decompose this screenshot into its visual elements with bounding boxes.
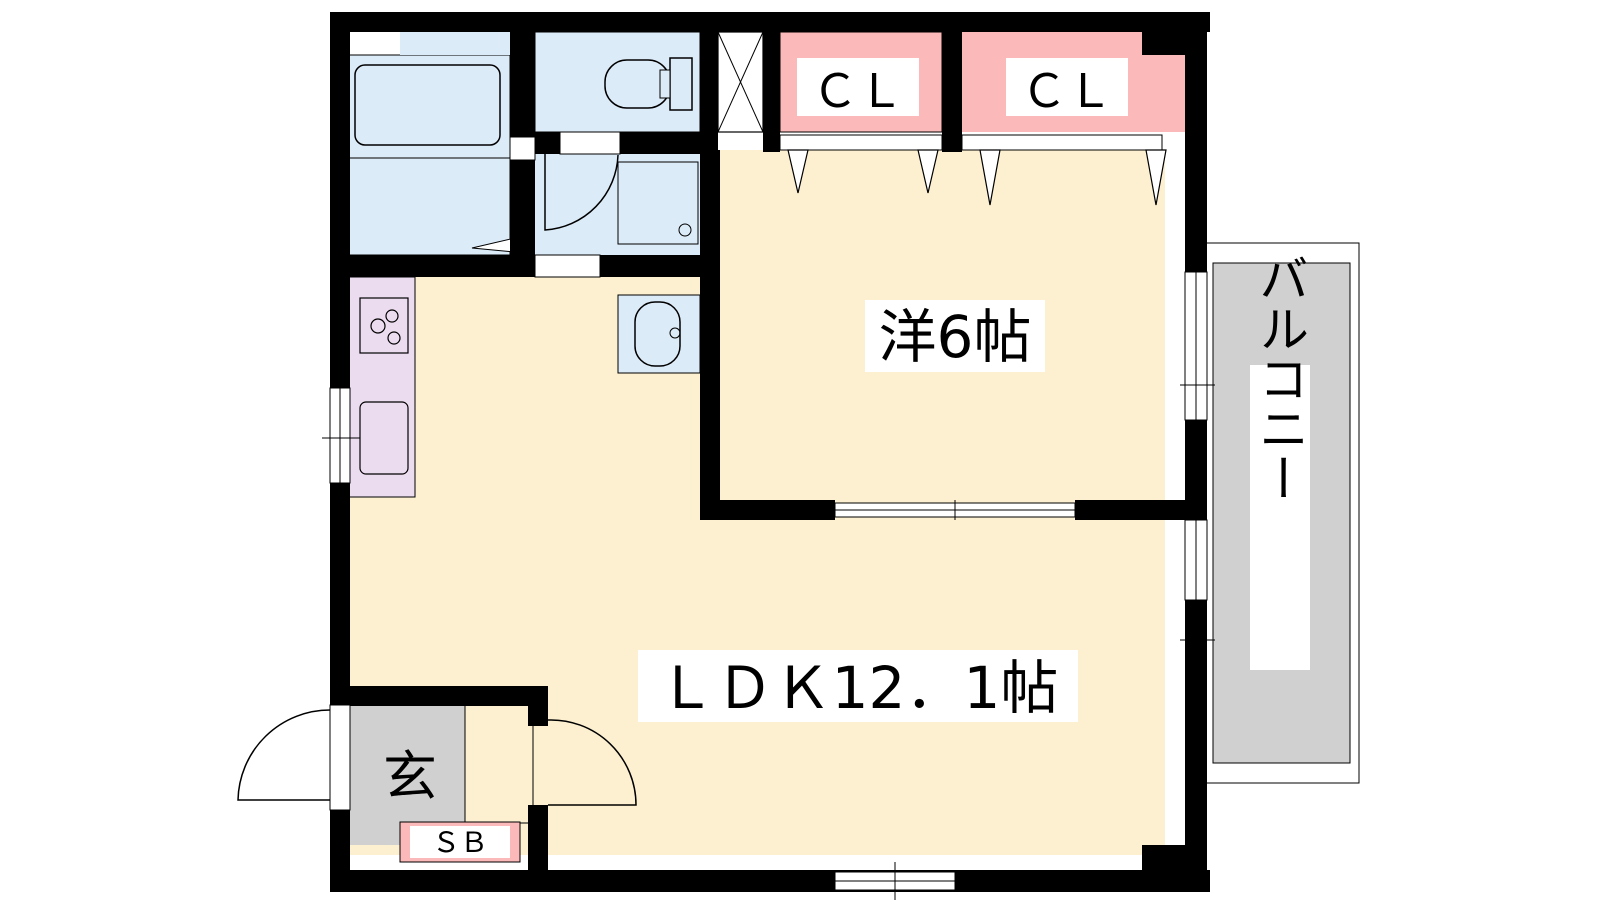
closet-door-2a	[979, 149, 1001, 206]
closet-door-2b	[1145, 149, 1167, 206]
closet-1-label-box	[797, 58, 919, 116]
closet-1-label: ＣＬ	[812, 64, 904, 118]
closet-door-1b	[917, 149, 939, 194]
ldk-label-box	[638, 650, 1078, 722]
toilet-tank-inner	[659, 69, 671, 99]
closet-door-track-2	[961, 134, 1163, 151]
entrance-step	[464, 704, 534, 824]
balcony-label-box	[1250, 365, 1310, 670]
closet-door-1a	[787, 149, 809, 194]
storage-x-line-2	[717, 31, 764, 133]
entrance-label: 玄	[383, 745, 437, 808]
window-ticks	[322, 384, 1215, 900]
burner-1	[370, 318, 386, 334]
washer-knob	[678, 223, 692, 237]
washroom-door-swing	[544, 152, 619, 231]
western-room-label: 洋6帖	[879, 303, 1032, 371]
basin-drain	[669, 327, 681, 339]
shoe-box-label-box	[410, 826, 510, 858]
shoe-box-label: ＳＢ	[432, 826, 488, 859]
entrance-door-swing	[237, 709, 331, 801]
closet-door-track-1	[779, 134, 943, 151]
closet-2-ext	[1142, 55, 1185, 132]
closet-2-label-box	[1006, 58, 1128, 116]
bath-top-strip	[400, 32, 510, 55]
bathtub	[354, 64, 501, 146]
basin	[634, 301, 681, 367]
washing-machine	[617, 161, 699, 245]
western-room-label-box	[865, 300, 1045, 372]
inner-door-swing	[547, 719, 637, 806]
balcony-label: バルコニー	[1251, 253, 1309, 503]
kitchen-sink	[359, 401, 409, 475]
closet-2-label: ＣＬ	[1021, 64, 1113, 118]
stove	[359, 297, 409, 354]
ldk-label: ＬＤＫ12．1帖	[658, 654, 1059, 722]
burner-2	[385, 309, 399, 323]
windows	[329, 131, 1208, 891]
toilet-tank	[669, 57, 693, 111]
walls	[330, 12, 1210, 892]
burner-3	[387, 331, 401, 345]
